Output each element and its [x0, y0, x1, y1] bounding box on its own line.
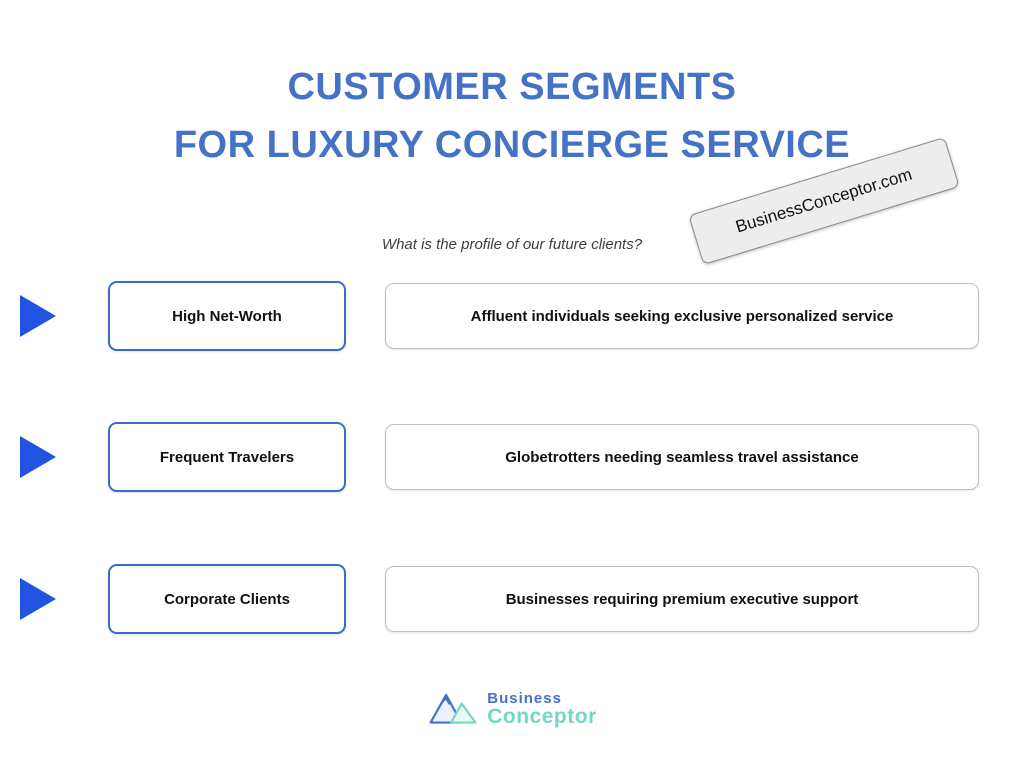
arrow-right-icon	[20, 436, 56, 478]
brand-logo-line2: Conceptor	[487, 705, 597, 728]
segment-label: Corporate Clients	[164, 590, 290, 608]
segment-description: Businesses requiring premium executive s…	[505, 590, 859, 608]
subtitle: What is the profile of our future client…	[381, 236, 643, 253]
mountain-icon	[427, 688, 479, 731]
brand-logo: Business Conceptor	[0, 688, 1024, 731]
page-title-line2: FOR LUXURY CONCIERGE SERVICE	[173, 124, 851, 166]
segment-row-corporate-clients: Corporate Clients Businesses requiring p…	[0, 561, 1024, 637]
page-title: CUSTOMER SEGMENTS FOR LUXURY CONCIERGE S…	[0, 58, 1024, 174]
segment-row-high-net-worth: High Net-Worth Affluent individuals seek…	[0, 278, 1024, 354]
segment-label: Frequent Travelers	[159, 448, 295, 466]
watermark-text: BusinessConceptor.com	[733, 164, 915, 237]
segment-label-box: High Net-Worth	[108, 281, 346, 351]
segment-description-box: Affluent individuals seeking exclusive p…	[385, 283, 979, 349]
segment-label-box: Frequent Travelers	[108, 422, 346, 492]
segment-label-box: Corporate Clients	[108, 564, 346, 634]
segment-label: High Net-Worth	[172, 307, 282, 325]
brand-logo-text: Business Conceptor	[487, 690, 597, 729]
segment-description: Affluent individuals seeking exclusive p…	[470, 307, 894, 325]
brand-logo-line1: Business	[487, 690, 562, 707]
segment-description-box: Globetrotters needing seamless travel as…	[385, 424, 979, 490]
segment-description-box: Businesses requiring premium executive s…	[385, 566, 979, 632]
arrow-right-icon	[20, 295, 56, 337]
arrow-right-icon	[20, 578, 56, 620]
segment-description: Globetrotters needing seamless travel as…	[505, 448, 859, 466]
segment-row-frequent-travelers: Frequent Travelers Globetrotters needing…	[0, 419, 1024, 495]
page-title-line1: CUSTOMER SEGMENTS	[287, 66, 737, 108]
